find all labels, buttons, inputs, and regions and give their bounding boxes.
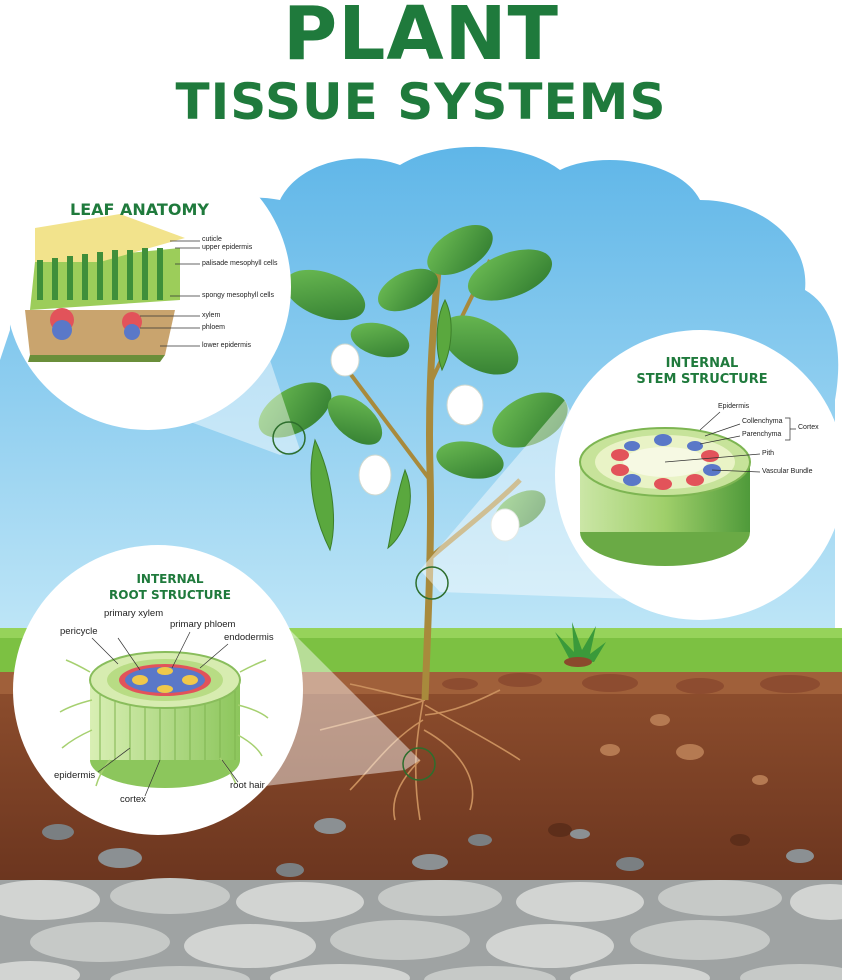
label-leaf-phloem: phloem [202, 324, 225, 331]
pea-pods [310, 298, 452, 552]
label-vascular-bundle: Vascular Bundle [762, 468, 813, 475]
stem-heading-line1: INTERNAL [665, 356, 739, 371]
stone-layer [0, 878, 842, 980]
stem-vascular-bundles [611, 434, 721, 490]
label-upper-epidermis: upper epidermis [202, 244, 253, 251]
label-pericycle: pericycle [60, 626, 98, 637]
label-endodermis: endodermis [224, 632, 274, 643]
label-pith: Pith [762, 450, 775, 457]
label-primary-xylem: primary xylem [104, 608, 164, 619]
label-parenchyma: Parenchyma [742, 431, 782, 438]
zoom-markers [272, 421, 449, 781]
label-leaf-xylem: xylem [202, 312, 221, 319]
label-collenchyma: Collenchyma [742, 418, 783, 425]
plant-leaves [258, 225, 568, 530]
label-cuticle: cuticle [202, 236, 222, 243]
label-primary-phloem: primary phloem [170, 619, 236, 630]
label-spongy-mesophyll: spongy mesophyll cells [202, 292, 274, 299]
root-heading-line1: INTERNAL [136, 572, 204, 586]
grass-tuft [555, 622, 606, 667]
label-palisade-mesophyll: palisade mesophyll cells [202, 260, 278, 267]
label-stem-epidermis: Epidermis [718, 403, 750, 410]
page-title-line2: TISSUE SYSTEMS [175, 73, 667, 131]
page-title-line1: PLANT [282, 0, 560, 77]
root-structure-panel [13, 545, 303, 835]
leaf-anatomy-panel [5, 144, 291, 430]
plant-roots [319, 683, 521, 821]
label-cortex-bracket: Cortex [798, 424, 819, 431]
stem-heading-line2: STEM STRUCTURE [636, 372, 768, 387]
stem-structure-panel [555, 330, 842, 620]
root-heading-line2: ROOT STRUCTURE [109, 588, 231, 602]
label-root-hair: root hair [230, 780, 265, 791]
label-root-cortex: cortex [120, 794, 146, 805]
root-heading: INTERNAL ROOT STRUCTURE [100, 571, 240, 603]
label-root-epidermis: epidermis [54, 770, 96, 781]
stem-heading: INTERNAL STEM STRUCTURE [632, 356, 772, 388]
label-lower-epidermis: lower epidermis [202, 342, 252, 349]
leaf-anatomy-heading: LEAF ANATOMY [70, 200, 209, 219]
pea-flowers [330, 343, 520, 542]
